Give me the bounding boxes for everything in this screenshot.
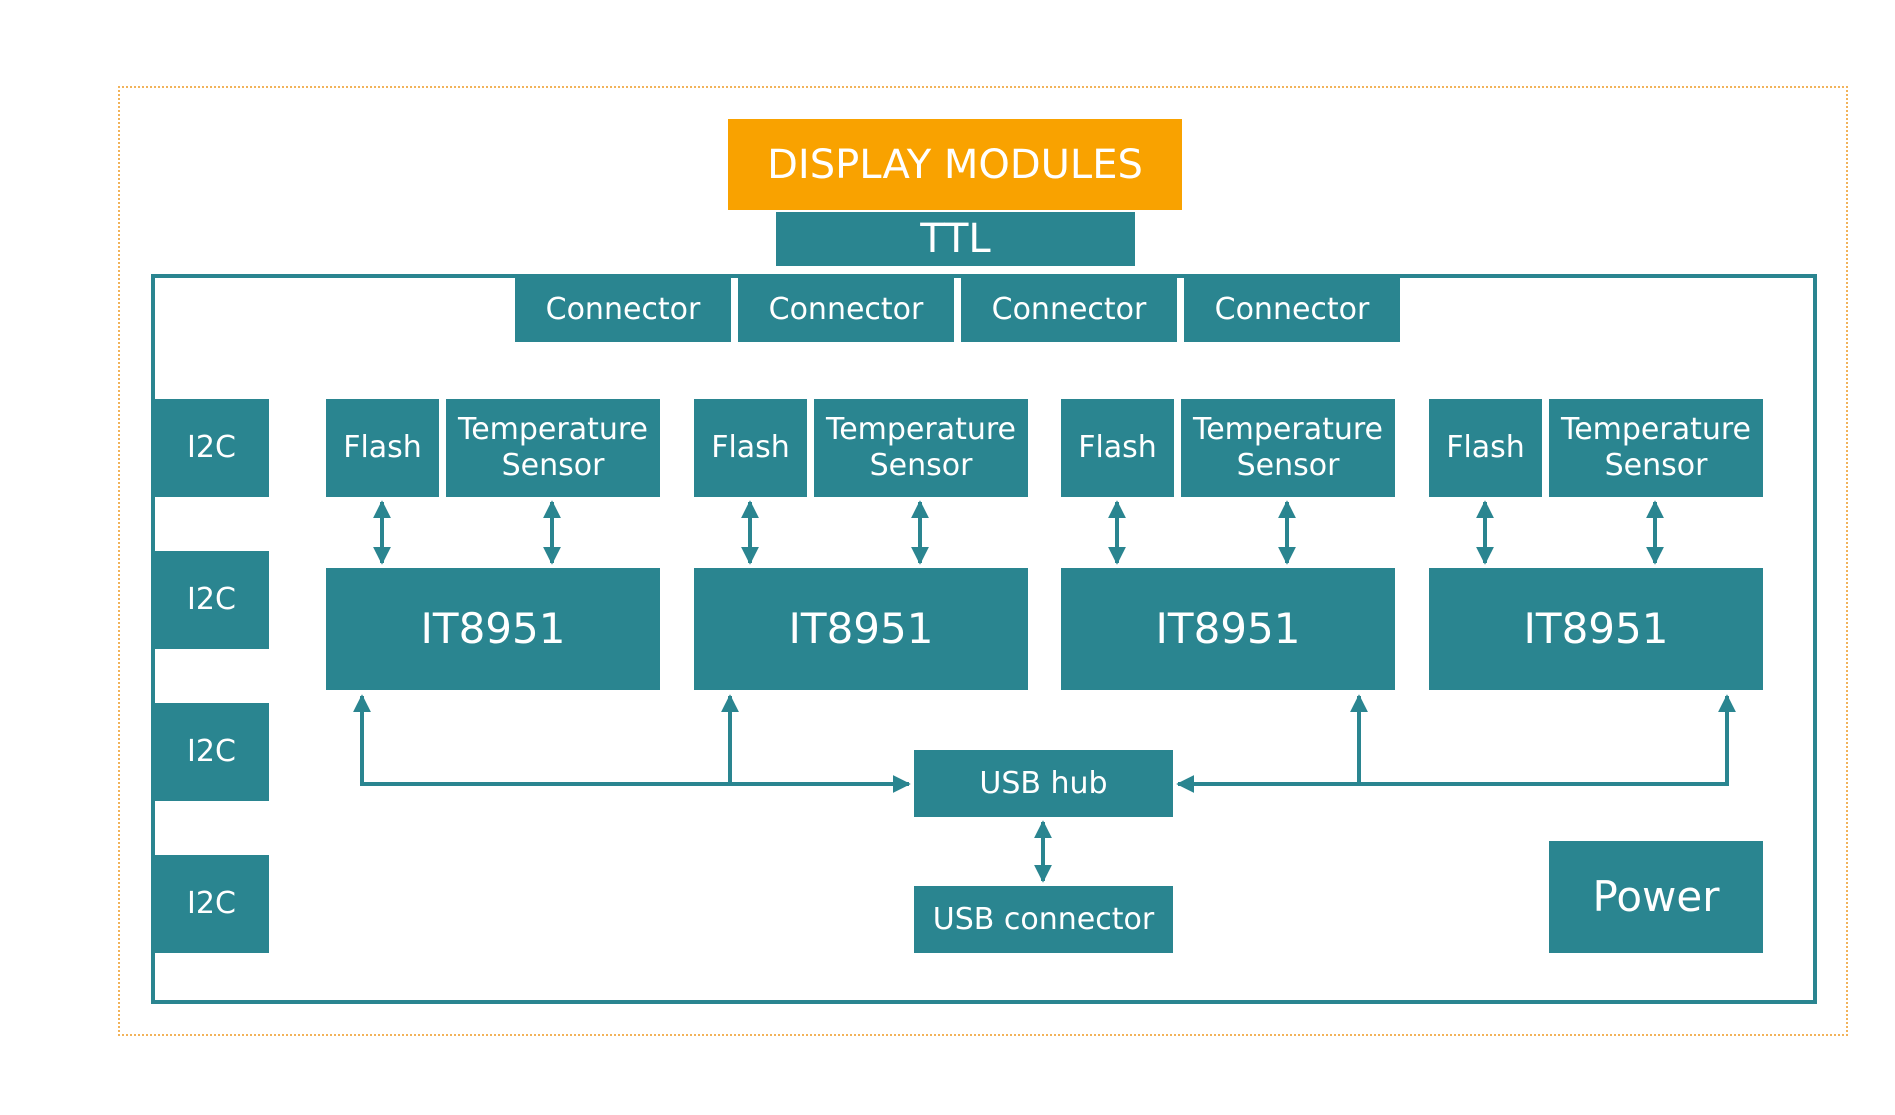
connector-label: Connector — [545, 292, 701, 327]
temperature-sensor-box-2: Temperature Sensor — [814, 399, 1028, 497]
display-modules-box: DISPLAY MODULES — [728, 119, 1182, 210]
connector-box-4: Connector — [1184, 278, 1400, 342]
i2c-label: I2C — [187, 886, 236, 921]
connector-box-3: Connector — [961, 278, 1177, 342]
flash-box-3: Flash — [1061, 399, 1174, 497]
usb-bus-right-to-it8951-4 — [1176, 694, 1736, 793]
it8951-label: IT8951 — [788, 603, 934, 653]
temperature-sensor-label: Temperature Sensor — [1560, 412, 1752, 483]
connector-box-2: Connector — [738, 278, 954, 342]
usb-connector-label: USB connector — [932, 901, 1155, 937]
flash-label: Flash — [711, 430, 790, 465]
flash-label: Flash — [1078, 430, 1157, 465]
display-modules-label: DISPLAY MODULES — [767, 141, 1143, 188]
connector-label: Connector — [1214, 292, 1370, 327]
flash-box-2: Flash — [694, 399, 807, 497]
i2c-label: I2C — [187, 582, 236, 617]
flash-label: Flash — [343, 430, 422, 465]
power-box: Power — [1549, 841, 1763, 953]
power-label: Power — [1592, 871, 1720, 921]
connector-label: Connector — [991, 292, 1147, 327]
i2c-label: I2C — [187, 430, 236, 465]
flash-label: Flash — [1446, 430, 1525, 465]
board-outline — [151, 274, 1817, 1004]
temperature-sensor-box-1: Temperature Sensor — [446, 399, 660, 497]
flash-box-1: Flash — [326, 399, 439, 497]
ttl-label: TTL — [920, 216, 991, 262]
i2c-box-3: I2C — [154, 703, 269, 801]
i2c-box-2: I2C — [154, 551, 269, 649]
i2c-box-1: I2C — [154, 399, 269, 497]
it8951-label: IT8951 — [1155, 603, 1301, 653]
usb-hub-box: USB hub — [914, 750, 1173, 817]
temperature-sensor-label: Temperature Sensor — [825, 412, 1017, 483]
temperature-sensor-label: Temperature Sensor — [457, 412, 649, 483]
usb-connector-box: USB connector — [914, 886, 1173, 953]
ttl-box: TTL — [776, 212, 1135, 266]
it8951-label: IT8951 — [420, 603, 566, 653]
connector-box-1: Connector — [515, 278, 731, 342]
connector-label: Connector — [768, 292, 924, 327]
i2c-label: I2C — [187, 734, 236, 769]
usb-bus-left-to-it8951-1 — [353, 694, 911, 793]
it8951-label: IT8951 — [1523, 603, 1669, 653]
temperature-sensor-box-3: Temperature Sensor — [1181, 399, 1395, 497]
temperature-sensor-box-4: Temperature Sensor — [1549, 399, 1763, 497]
it8951-box-3: IT8951 — [1061, 568, 1395, 690]
it8951-box-1: IT8951 — [326, 568, 660, 690]
temperature-sensor-label: Temperature Sensor — [1192, 412, 1384, 483]
i2c-box-4: I2C — [154, 855, 269, 953]
it8951-box-2: IT8951 — [694, 568, 1028, 690]
it8951-box-4: IT8951 — [1429, 568, 1763, 690]
flash-box-4: Flash — [1429, 399, 1542, 497]
outer-dotted-frame — [118, 86, 1848, 1036]
usb-hub-label: USB hub — [979, 765, 1108, 801]
